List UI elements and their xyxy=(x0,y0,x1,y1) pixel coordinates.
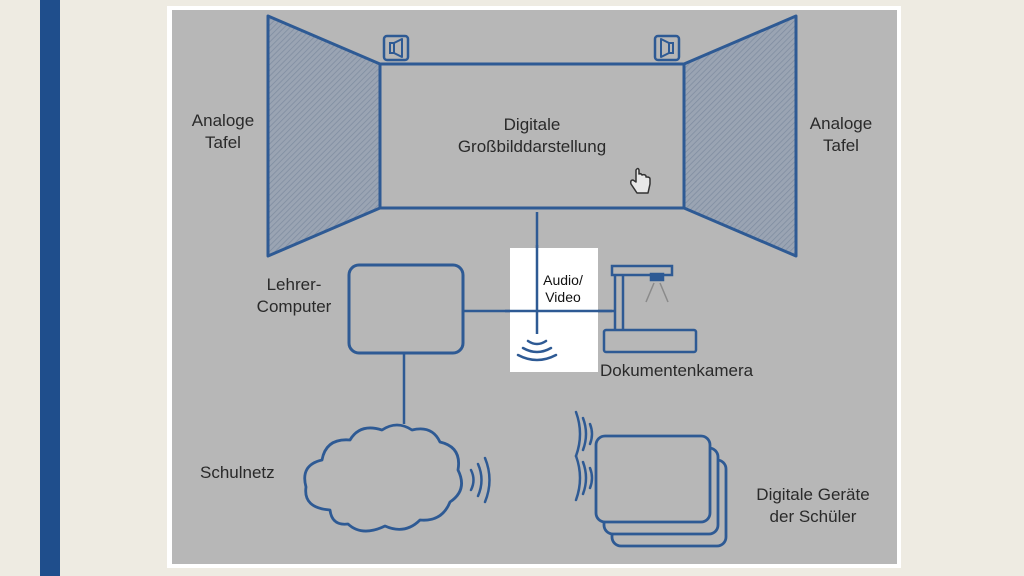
accent-sidebar-bar xyxy=(40,0,60,576)
camera-light-cone xyxy=(645,282,669,303)
label-line: Großbilddarstellung xyxy=(457,137,607,156)
school-network-cloud xyxy=(303,423,463,533)
student-devices-label: Digitale Geräte der Schüler xyxy=(736,484,890,528)
teacher-computer-label: Lehrer- Computer xyxy=(242,274,346,318)
speaker-icon xyxy=(382,34,410,62)
label-line: Tafel xyxy=(205,133,241,152)
hand-pointer-icon xyxy=(630,167,651,194)
wifi-signal-icon xyxy=(574,410,594,458)
label-line: Lehrer- xyxy=(266,275,322,294)
digital-display-label: Digitale Großbilddarstellung xyxy=(420,114,644,158)
audio-video-label: Audio/ Video xyxy=(530,272,596,306)
teacher-computer xyxy=(347,263,465,355)
label-line: Analoge xyxy=(809,114,873,133)
wifi-signal-icon xyxy=(574,454,594,502)
analog-board-right-label: Analoge Tafel xyxy=(798,113,884,157)
school-network-label: Schulnetz xyxy=(200,462,300,484)
label-line: Tafel xyxy=(823,136,859,155)
av-label-line-2: Video xyxy=(545,289,581,305)
wifi-signal-icon xyxy=(469,456,491,504)
document-camera xyxy=(602,264,698,354)
av-label-line-1: Audio/ xyxy=(543,272,583,288)
student-devices xyxy=(594,434,728,548)
document-camera-label: Dokumentenkamera xyxy=(600,360,800,382)
speaker-icon xyxy=(653,34,681,62)
label-line: Schulnetz xyxy=(200,463,275,482)
audio-video-connector xyxy=(505,245,615,362)
wifi-signal-icon xyxy=(516,339,558,362)
label-line: Dokumentenkamera xyxy=(600,361,754,380)
label-line: Computer xyxy=(256,297,332,316)
label-line: der Schüler xyxy=(769,507,857,526)
analog-board-left-label: Analoge Tafel xyxy=(180,110,266,154)
label-line: Digitale xyxy=(503,115,561,134)
label-line: Analoge xyxy=(191,111,255,130)
label-line: Digitale Geräte xyxy=(756,485,870,504)
